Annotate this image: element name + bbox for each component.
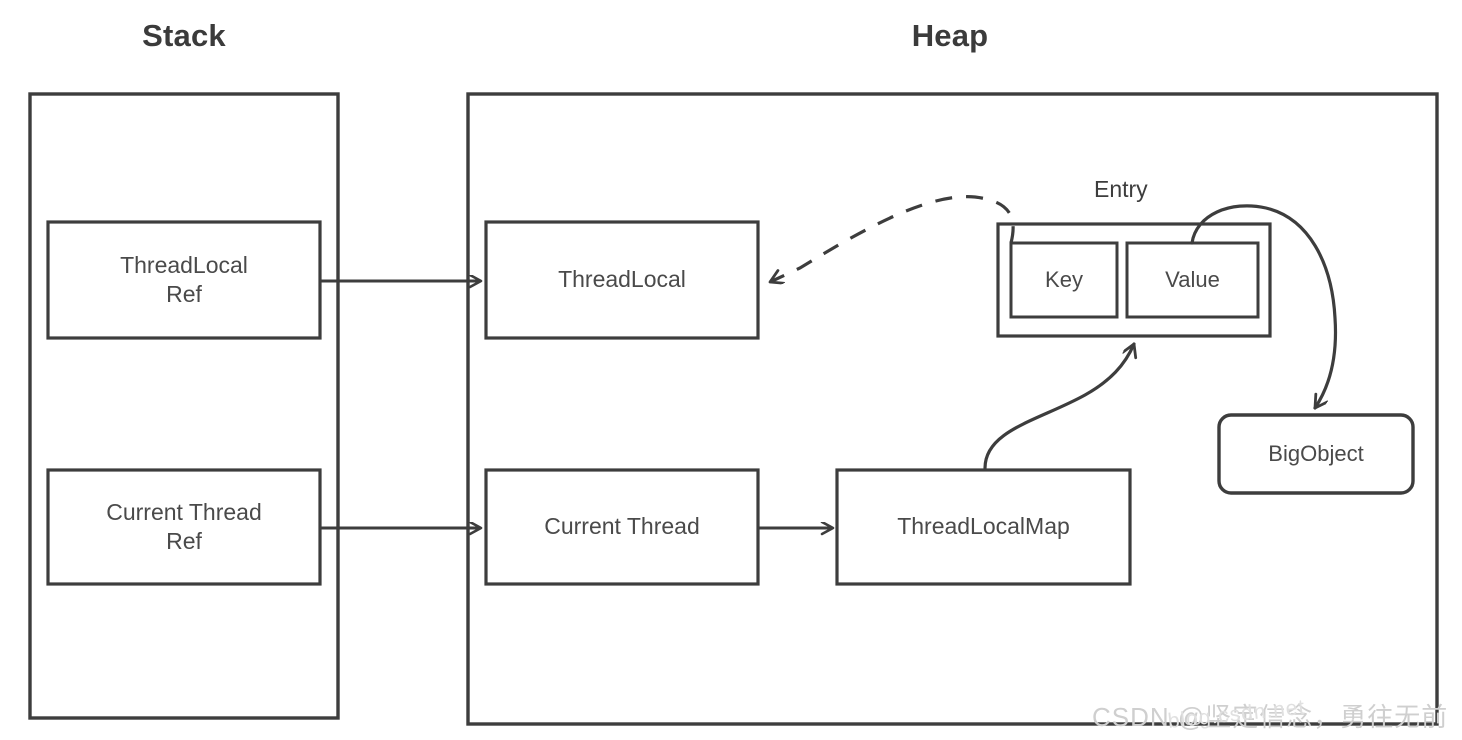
node-current-thread-ref-box[interactable] xyxy=(46,468,322,586)
node-current-thread-box[interactable] xyxy=(484,468,760,586)
edge-entry-value-to-bigobject xyxy=(1190,204,1338,410)
edge-entry-key-to-threadlocal xyxy=(770,195,1015,282)
node-threadlocal-ref-box[interactable] xyxy=(46,220,322,340)
stack-region-title: Stack xyxy=(142,18,226,53)
node-threadlocalmap-box[interactable] xyxy=(835,468,1132,586)
stack-region-box xyxy=(28,92,340,720)
node-threadlocal-box[interactable] xyxy=(484,220,760,340)
node-entry-value-box[interactable] xyxy=(1125,241,1260,319)
entry-caption-label: Entry xyxy=(1094,176,1148,202)
node-entry-key-box[interactable] xyxy=(1009,241,1119,319)
heap-region-title: Heap xyxy=(911,18,989,53)
edge-threadlocalmap-to-entry xyxy=(983,342,1134,470)
node-bigobject-box[interactable] xyxy=(1217,413,1415,495)
heap-region-box xyxy=(466,92,1439,726)
